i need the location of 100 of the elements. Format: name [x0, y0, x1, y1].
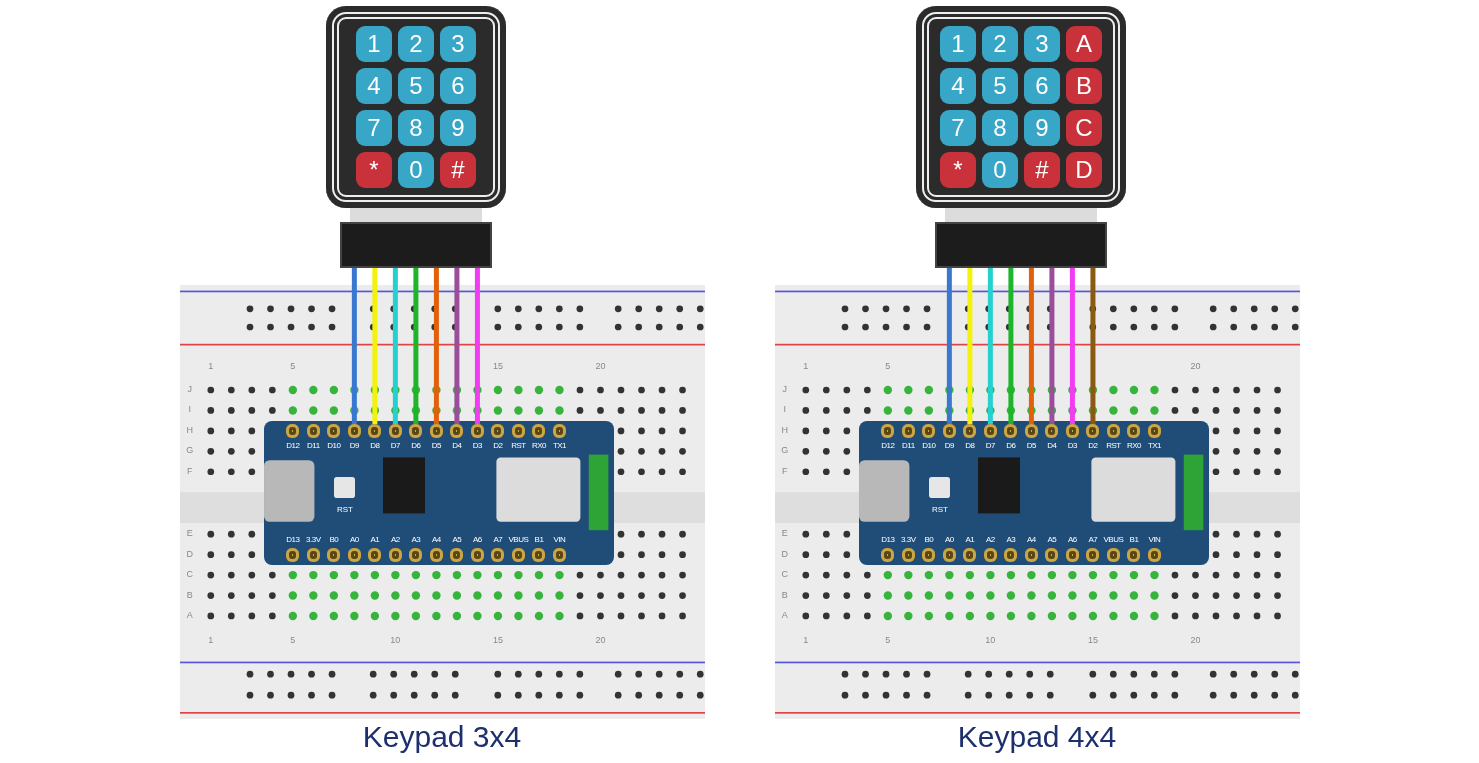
- column-number: 15: [1087, 635, 1098, 645]
- keypad-key: C: [1066, 110, 1102, 146]
- row-letter: I: [188, 404, 192, 415]
- column-number: 20: [595, 360, 606, 371]
- pin-pad: RX0: [528, 424, 550, 454]
- keypad-key: 8: [982, 110, 1018, 146]
- pin-pad: D11: [898, 424, 919, 454]
- pin-pad: D13: [877, 532, 899, 562]
- pin-pad: VBUS: [1103, 532, 1124, 562]
- row-letter: D: [781, 548, 789, 559]
- keypad-key: 4: [940, 68, 976, 104]
- row-letter: A: [186, 609, 193, 620]
- pin-pad: D8: [959, 424, 981, 454]
- row-letter: A: [781, 609, 788, 620]
- keypad-key: 2: [982, 26, 1018, 62]
- keypad-key: 5: [982, 68, 1018, 104]
- pin-pad: D12: [877, 424, 899, 454]
- pin-pad: 3.3V: [898, 532, 919, 562]
- keypad-key: 5: [398, 68, 434, 104]
- pin-pad: D5: [1021, 424, 1042, 454]
- keypad-key: 4: [356, 68, 392, 104]
- pin-pad: A3: [1000, 532, 1022, 562]
- caption: Keypad 4x4: [957, 720, 1117, 754]
- keypad-key: A: [1066, 26, 1102, 62]
- jumper-wire: [351, 268, 357, 424]
- connector-header: [340, 222, 492, 268]
- pin-pad: D3: [467, 424, 488, 454]
- row-letter: H: [781, 424, 789, 435]
- silkscreen-label: RST: [337, 505, 353, 514]
- keypad-key: *: [356, 152, 392, 188]
- pin-pad: D2: [487, 424, 509, 454]
- keypad-key: 7: [356, 110, 392, 146]
- column-number: 15: [492, 635, 503, 645]
- pin-pad: B0: [918, 532, 940, 562]
- jumper-wire: [474, 268, 480, 424]
- keypad-key: 1: [940, 26, 976, 62]
- pin-pad: D7: [980, 424, 1001, 454]
- jumper-wire: [987, 268, 993, 424]
- column-number: 5: [885, 360, 891, 371]
- pin-pad: RST: [508, 424, 529, 454]
- keypad-key: 8: [398, 110, 434, 146]
- column-number: 10: [985, 635, 996, 645]
- pin-pad: D5: [426, 424, 447, 454]
- pin-pad: A7: [487, 532, 509, 562]
- pin-pad: A1: [959, 532, 981, 562]
- column-number: 20: [1190, 360, 1201, 371]
- pin-pad: A2: [385, 532, 406, 562]
- row-letter: G: [186, 445, 194, 456]
- pin-pad: D6: [405, 424, 427, 454]
- jumper-wire: [392, 268, 398, 424]
- column-number: 1: [208, 635, 214, 645]
- pin-pad: D3: [1062, 424, 1083, 454]
- column-number: 5: [290, 360, 296, 371]
- keypad-key: 0: [398, 152, 434, 188]
- pin-pad: D9: [344, 424, 365, 454]
- pin-pad: A2: [980, 532, 1001, 562]
- pin-pad: D11: [303, 424, 324, 454]
- pin-pad: D4: [446, 424, 468, 454]
- keypad-key: 0: [982, 152, 1018, 188]
- pin-pad: TX1: [1144, 424, 1165, 454]
- pin-pad: A1: [364, 532, 386, 562]
- ribbon-cable: [945, 208, 1097, 222]
- row-letter: F: [782, 465, 788, 476]
- pin-pad: A6: [1062, 532, 1083, 562]
- row-letter: C: [781, 569, 789, 580]
- keypad-key: 3: [440, 26, 476, 62]
- pin-pad: D13: [282, 532, 304, 562]
- row-letter: H: [186, 424, 194, 435]
- caption: Keypad 3x4: [362, 720, 522, 754]
- pin-pad: A4: [426, 532, 447, 562]
- keypad-key: 9: [1024, 110, 1060, 146]
- pin-pad: A6: [467, 532, 488, 562]
- pin-pad: VIN: [549, 532, 570, 562]
- pin-pad: D2: [1082, 424, 1104, 454]
- column-number: 1: [803, 635, 809, 645]
- keypad-key: 1: [356, 26, 392, 62]
- pin-pad: VBUS: [508, 532, 529, 562]
- keypad-key: 6: [440, 68, 476, 104]
- row-letter: E: [781, 528, 788, 539]
- pin-pad: TX1: [549, 424, 570, 454]
- keypad-key: D: [1066, 152, 1102, 188]
- keypad: [326, 6, 506, 208]
- silkscreen-label: RST: [932, 505, 948, 514]
- pin-pad: A5: [1041, 532, 1063, 562]
- pin-pad: D8: [364, 424, 386, 454]
- pin-pad: A7: [1082, 532, 1104, 562]
- keypad-key: B: [1066, 68, 1102, 104]
- ribbon-cable: [350, 208, 482, 222]
- keypad-key: 3: [1024, 26, 1060, 62]
- jumper-wire: [433, 268, 439, 424]
- column-number: 10: [390, 635, 401, 645]
- jumper-wire: [967, 268, 973, 424]
- row-letter: J: [782, 384, 788, 394]
- keypad-key: 7: [940, 110, 976, 146]
- keypad-key: #: [440, 152, 476, 188]
- jumper-wire: [454, 268, 460, 424]
- jumper-wire: [413, 268, 419, 424]
- column-number: 20: [595, 635, 606, 645]
- keypad-key: *: [940, 152, 976, 188]
- keypad: [916, 6, 1126, 208]
